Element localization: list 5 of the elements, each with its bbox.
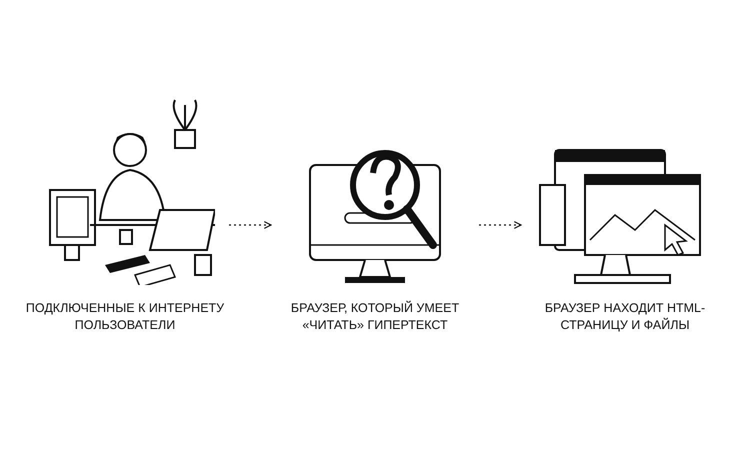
arrow <box>479 221 522 229</box>
node-label: БРАУЗЕР, КОТОРЫЙ УМЕЕТ «ЧИТАТЬ» ГИПЕРТЕКСТ <box>290 300 460 334</box>
arrow <box>229 221 272 229</box>
node-label: ПОДКЛЮЧЕННЫЕ К ИНТЕРНЕТУ ПОЛЬЗОВАТЕЛИ <box>25 300 225 334</box>
node-label: БРАУЗЕР НАХОДИТ HTML-СТРАНИЦУ И ФАЙЛЫ <box>544 300 706 334</box>
